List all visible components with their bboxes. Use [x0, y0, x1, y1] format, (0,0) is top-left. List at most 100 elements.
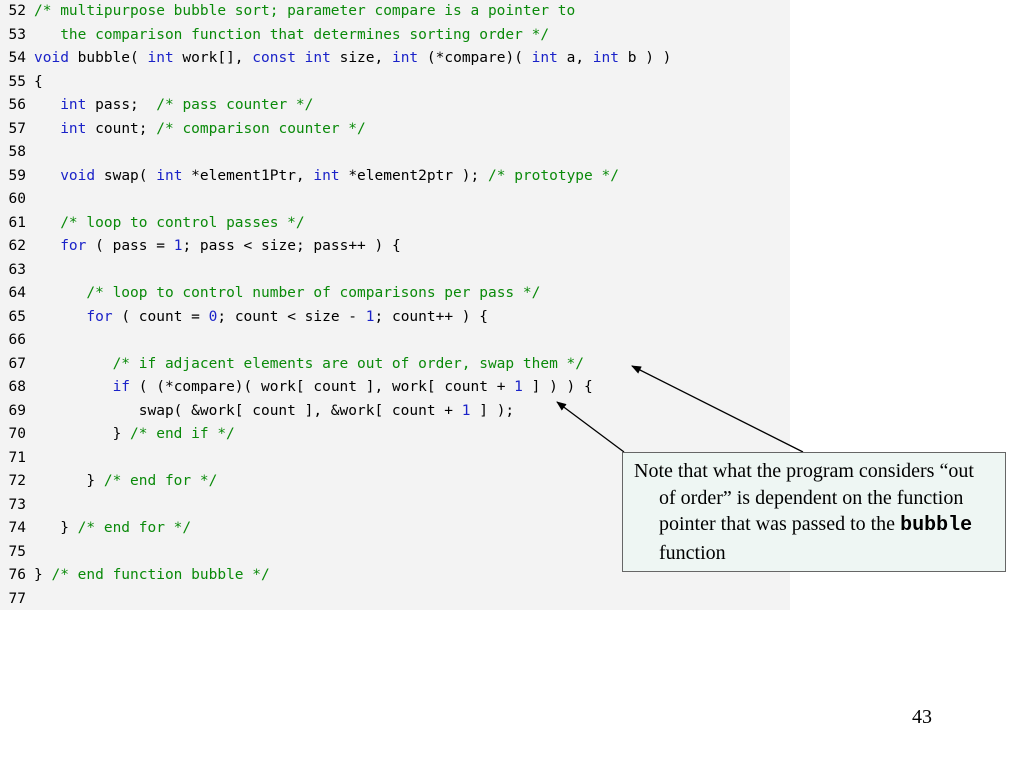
code-source: /* if adjacent elements are out of order…: [34, 353, 584, 377]
code-source: void swap( int *element1Ptr, int *elemen…: [34, 165, 619, 189]
line-number: 73: [8, 496, 26, 513]
code-keyword: void: [60, 167, 96, 184]
code-line: 68 if ( (*compare)( work[ count ], work[…: [0, 376, 790, 400]
code-line: 72 } /* end for */: [0, 470, 790, 494]
line-number: 68: [8, 379, 26, 395]
code-line: 58: [0, 141, 790, 165]
code-keyword: int: [147, 50, 174, 66]
code-text: ( count =: [112, 308, 209, 325]
code-line: 74 } /* end for */: [0, 517, 790, 541]
code-line: 77: [0, 588, 790, 612]
line-number: 63: [8, 261, 26, 278]
code-text: (*compare)(: [418, 50, 532, 66]
code-source: } /* end for */: [34, 517, 191, 541]
callout-note: Note that what the program considers “ou…: [622, 452, 1006, 572]
line-number: 57: [8, 120, 26, 137]
code-line: 59 void swap( int *element1Ptr, int *ele…: [0, 165, 790, 189]
code-line: 53 the comparison function that determin…: [0, 24, 790, 48]
line-number: 56: [8, 97, 26, 113]
code-keyword: int: [592, 50, 619, 66]
code-comment: /* end if */: [130, 426, 235, 442]
code-comment: /* prototype */: [488, 167, 619, 184]
code-line: 55{: [0, 71, 790, 95]
line-number: 59: [8, 167, 26, 184]
line-number: 69: [8, 402, 26, 419]
line-number: 53: [8, 26, 26, 43]
code-comment: /* end for */: [77, 520, 192, 536]
code-text: ] );: [470, 402, 515, 419]
code-text: ( pass =: [86, 238, 174, 254]
code-listing: 52 /* multipurpose bubble sort; parameter…: [0, 0, 790, 610]
code-source: /* loop to control number of comparisons…: [34, 282, 540, 306]
line-number: 52: [8, 3, 26, 19]
code-line: 57 int count; /* comparison counter */: [0, 118, 790, 142]
code-line: 52 /* multipurpose bubble sort; parameter…: [0, 0, 790, 24]
line-number: 67: [8, 355, 26, 372]
code-source: } /* end for */: [34, 470, 217, 494]
line-number: 77: [8, 590, 26, 607]
code-text: ; count < size -: [217, 308, 366, 325]
code-line: 56 int pass; /* pass counter */: [0, 94, 790, 118]
code-text: swap(: [95, 167, 157, 184]
code-comment: /* end function bubble */: [51, 567, 270, 583]
code-text: *element1Ptr,: [182, 167, 314, 184]
code-line: 60: [0, 188, 790, 212]
page-number: 43: [912, 706, 932, 728]
code-line: 76} /* end function bubble */: [0, 564, 790, 588]
code-keyword: if: [112, 379, 131, 395]
code-number: 1: [173, 238, 183, 254]
code-line: 62 for ( pass = 1; pass < size; pass++ )…: [0, 235, 790, 259]
code-text: ( (*compare)( work[ count ], work[ count…: [130, 379, 515, 395]
code-line: 65 for ( count = 0; count < size - 1; co…: [0, 306, 790, 330]
code-text: a,: [557, 50, 593, 66]
code-source: int pass; /* pass counter */: [34, 94, 313, 118]
code-comment: /* end for */: [103, 473, 218, 489]
line-number: 71: [8, 449, 26, 466]
code-line: 70 } /* end if */: [0, 423, 790, 447]
line-number: 72: [8, 473, 26, 489]
code-text: bubble(: [68, 50, 148, 66]
code-text: }: [34, 426, 131, 442]
code-text: size,: [330, 50, 392, 66]
line-number: 58: [8, 144, 26, 160]
code-keyword: int: [313, 167, 340, 184]
line-number: 75: [8, 543, 26, 560]
code-keyword: for: [60, 238, 87, 254]
code-comment: /* loop to control passes */: [60, 214, 305, 231]
callout-text: Note that what the program considers “ou…: [634, 460, 974, 535]
code-source: for ( pass = 1; pass < size; pass++ ) {: [34, 235, 401, 259]
callout-code-word: bubble: [900, 514, 973, 537]
code-text: count;: [86, 120, 157, 137]
code-line: 75: [0, 541, 790, 565]
callout-text-end: function: [659, 541, 726, 564]
code-source: if ( (*compare)( work[ count ], work[ co…: [34, 376, 593, 400]
code-line: 61 /* loop to control passes */: [0, 212, 790, 236]
code-source: the comparison function that determines …: [34, 24, 549, 48]
line-number: 74: [8, 520, 26, 536]
code-keyword: for: [86, 308, 113, 325]
code-keyword: void: [34, 50, 69, 66]
code-text: swap( &work[ count ], &work[ count +: [34, 402, 462, 419]
code-source: /* multipurpose bubble sort; parameter c…: [34, 0, 575, 24]
code-comment: /* loop to control number of comparisons…: [86, 285, 541, 301]
code-source: } /* end if */: [34, 423, 235, 447]
line-number: 62: [8, 238, 26, 254]
code-number: 0: [208, 308, 218, 325]
code-text: }: [34, 473, 104, 489]
code-text: pass;: [86, 97, 157, 113]
code-line: 69 swap( &work[ count ], &work[ count + …: [0, 400, 790, 424]
line-number: 70: [8, 426, 26, 442]
code-line: 64 /* loop to control number of comparis…: [0, 282, 790, 306]
code-keyword: const int: [252, 50, 331, 66]
line-number: 65: [8, 308, 26, 325]
line-number: 55: [8, 73, 26, 90]
code-number: 1: [514, 379, 523, 395]
line-number: 60: [8, 191, 26, 207]
code-number: 1: [365, 308, 375, 325]
code-keyword: int: [531, 50, 558, 66]
line-number: 76: [8, 567, 26, 583]
code-comment: /* multipurpose bubble sort; parameter c…: [34, 3, 576, 19]
code-text: b ) ): [619, 50, 672, 66]
